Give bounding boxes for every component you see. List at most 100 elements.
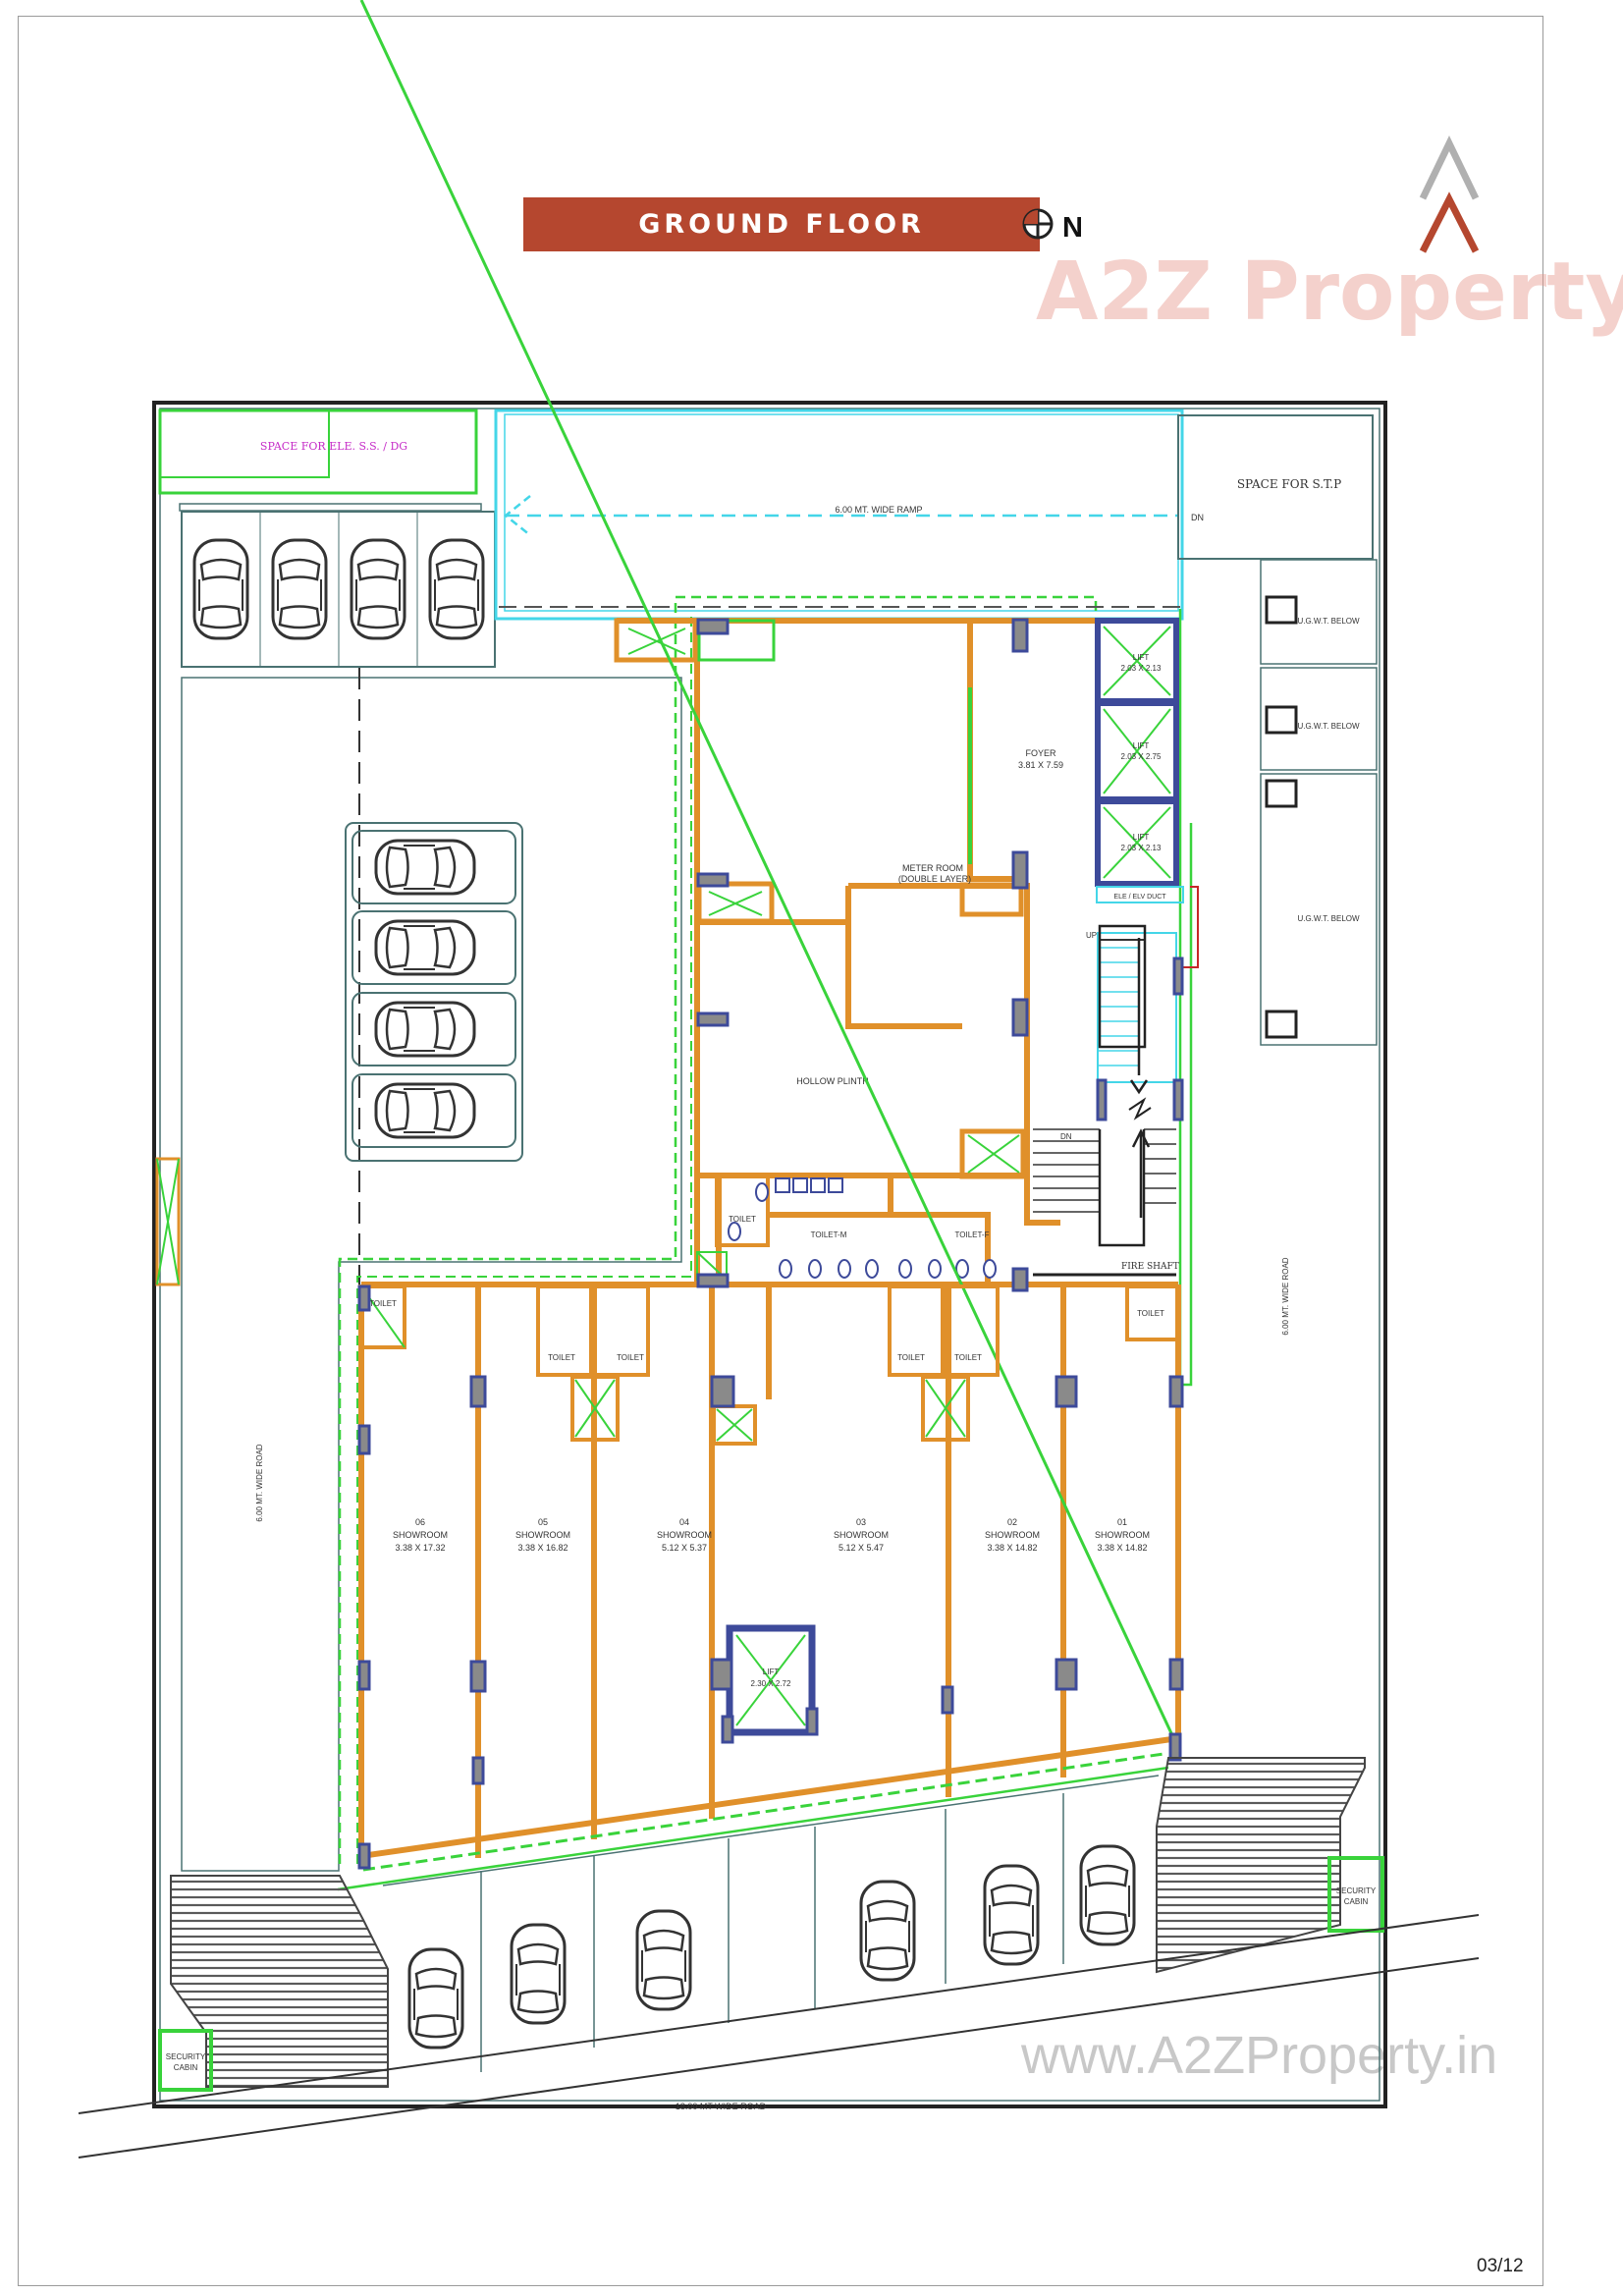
car-icon xyxy=(635,1909,692,2011)
lift-bank xyxy=(1095,618,1179,887)
entry-ramp-right xyxy=(1156,1757,1366,1974)
manhole-icon xyxy=(1265,705,1298,735)
showroom-02-size: 3.38 X 14.82 xyxy=(987,1543,1037,1553)
road-left-label: 6.00 MT. WIDE ROAD xyxy=(255,1444,264,1521)
lift-3-label: LIFT xyxy=(1133,833,1150,842)
showroom-06-size: 3.38 X 17.32 xyxy=(395,1543,445,1553)
showroom-toilet-label: TOILET xyxy=(548,1353,575,1362)
north-label: N xyxy=(1062,212,1083,244)
showroom-06-no: 06 xyxy=(415,1517,425,1527)
car-icon xyxy=(983,1864,1040,1966)
entry-ramp-left xyxy=(170,1875,389,2088)
lift-2-size: 2.03 X 2.75 xyxy=(1121,752,1162,761)
site-boundary xyxy=(152,401,1387,2108)
car-icon xyxy=(510,1923,567,2025)
lift-1-size: 2.03 X 2.13 xyxy=(1121,664,1162,673)
showroom-02-no: 02 xyxy=(1007,1517,1017,1527)
car-icon xyxy=(859,1880,916,1982)
car-icon xyxy=(1079,1844,1136,1946)
fire-shaft-label: FIRE SHAFT xyxy=(1121,1262,1179,1272)
security-cabin-right-label: CABIN xyxy=(1344,1897,1369,1906)
car-icon xyxy=(407,1947,464,2050)
ele-ss-dg-label: SPACE FOR ELE. S.S. / DG xyxy=(260,440,407,453)
toilet-f-label: TOILET-F xyxy=(955,1230,990,1239)
showroom-toilets xyxy=(359,1285,1180,1446)
wc-fixtures xyxy=(728,1177,997,1279)
security-cabin-right xyxy=(1327,1856,1384,1933)
showroom-01-name: SHOWROOM xyxy=(1095,1530,1150,1540)
showroom-04-name: SHOWROOM xyxy=(657,1530,712,1540)
core-walls xyxy=(617,618,1178,1287)
ugwt-label-1: U.G.W.T. BELOW xyxy=(1297,617,1360,626)
left-shaft xyxy=(155,1157,181,1286)
road-edge xyxy=(78,1957,1480,2159)
showroom-toilet-label: TOILET xyxy=(617,1353,644,1362)
showroom-06-name: SHOWROOM xyxy=(393,1530,448,1540)
road-edge xyxy=(78,1914,1480,2114)
ugwt-tank-2 xyxy=(1260,667,1378,771)
manhole-icon xyxy=(1265,1010,1298,1039)
page-title: GROUND FLOOR xyxy=(523,197,1040,251)
security-cabin-left-label: SECURITY xyxy=(166,2052,206,2061)
security-cabin-right-label: SECURITY xyxy=(1336,1886,1377,1895)
parking-bays-middle xyxy=(345,822,523,1162)
foyer-size: 3.81 X 7.59 xyxy=(1018,760,1063,770)
showroom-01-size: 3.38 X 14.82 xyxy=(1097,1543,1147,1553)
car-icon xyxy=(350,538,406,640)
meter-room-label: METER ROOM xyxy=(902,863,963,873)
car-icon xyxy=(376,841,474,894)
security-cabin-left-label: CABIN xyxy=(174,2063,198,2072)
car-icon xyxy=(428,538,485,640)
showroom-03-size: 5.12 X 5.47 xyxy=(839,1543,884,1553)
showroom-01-no: 01 xyxy=(1117,1517,1127,1527)
ugwt-label-2: U.G.W.T. BELOW xyxy=(1297,722,1360,731)
staircase xyxy=(1097,932,1177,1083)
ele-duct-label: ELE / ELV DUCT xyxy=(1113,894,1166,901)
showroom-04-size: 5.12 X 5.37 xyxy=(662,1543,707,1553)
ugwt-label-3: U.G.W.T. BELOW xyxy=(1297,914,1360,923)
stair-dn-label: DN xyxy=(1060,1132,1072,1141)
showroom-toilet-label: TOILET xyxy=(1137,1309,1164,1318)
showroom-05-size: 3.38 X 16.82 xyxy=(517,1543,568,1553)
ugwt-tank-1 xyxy=(1260,559,1378,665)
drawing-sheet xyxy=(18,16,1543,2286)
car-icon xyxy=(376,921,474,974)
showroom-05-name: SHOWROOM xyxy=(515,1530,570,1540)
showroom-03-no: 03 xyxy=(856,1517,866,1527)
structural-columns xyxy=(357,618,1184,1870)
stp-label: SPACE FOR S.T.P xyxy=(1237,477,1341,491)
parking-bays-front xyxy=(382,1775,1160,2072)
showroom-04-no: 04 xyxy=(679,1517,689,1527)
road-bottom-label: 18.00 MT WIDE ROAD xyxy=(676,2102,767,2111)
ramp-dn-label: DN xyxy=(1191,513,1204,522)
ramp-label: 6.00 MT. WIDE RAMP xyxy=(835,505,922,515)
core-toilet-label: TOILET xyxy=(729,1215,756,1224)
manhole-icon xyxy=(1265,779,1298,808)
central-lift-label: LIFT xyxy=(763,1667,780,1676)
logo-icon xyxy=(1419,135,1480,253)
manhole-icon xyxy=(1265,595,1298,625)
central-lift-size: 2.30 X 2.72 xyxy=(751,1679,791,1688)
watermark-website: www.A2ZProperty.in xyxy=(1020,2026,1497,2085)
ugwt-tank-3 xyxy=(1260,773,1378,1046)
stp-area xyxy=(1177,414,1374,560)
car-icon xyxy=(271,538,328,640)
foyer-label: FOYER xyxy=(1025,748,1056,758)
security-cabin-left xyxy=(158,2029,213,2092)
lift-3-size: 2.03 X 2.13 xyxy=(1121,844,1162,852)
showroom-toilet-label: TOILET xyxy=(897,1353,925,1362)
showroom-toilet-label: TOILET xyxy=(954,1353,982,1362)
showroom-03-name: SHOWROOM xyxy=(834,1530,889,1540)
car-icon xyxy=(376,1084,474,1137)
stair-up-label: UP xyxy=(1086,931,1097,940)
road-right-label: 6.00 MT. WIDE ROAD xyxy=(1281,1257,1290,1335)
hollow-plinth-label: HOLLOW PLINTH xyxy=(796,1076,869,1086)
shaft-crosses xyxy=(360,1285,966,1442)
car-icon xyxy=(376,1003,474,1056)
page-number: 03/12 xyxy=(1477,2256,1524,2276)
lift-1-label: LIFT xyxy=(1133,653,1150,662)
showroom-02-name: SHOWROOM xyxy=(985,1530,1040,1540)
north-arrow-icon xyxy=(1022,208,1054,240)
